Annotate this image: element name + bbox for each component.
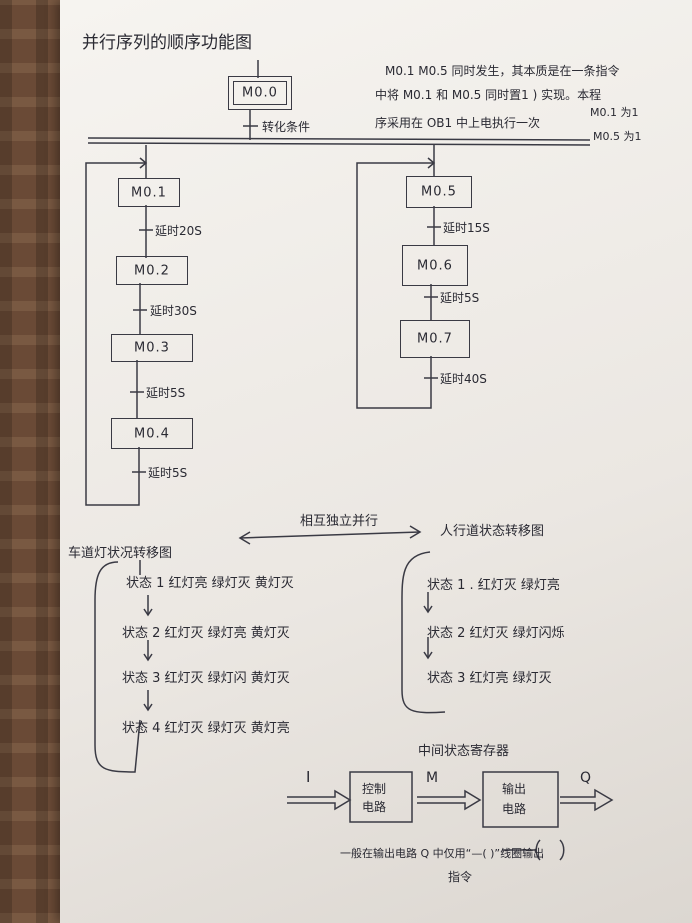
- left-step-3: M0.3: [111, 334, 193, 362]
- page-title: 并行序列的顺序功能图: [82, 33, 252, 53]
- left-delay-2: 延时30S: [150, 304, 197, 318]
- left-step-3-label: M0.3: [134, 340, 170, 356]
- right-step-3-label: M0.7: [417, 331, 453, 347]
- left-state-1: 状态 1 红灯亮 绿灯灭 黄灯灭: [126, 576, 294, 591]
- left-step-2: M0.2: [116, 256, 188, 285]
- right-delay-3: 延时40S: [440, 372, 487, 386]
- output-label: Q: [580, 770, 592, 786]
- right-delay-2: 延时5S: [440, 291, 480, 305]
- init-step-outer: [228, 76, 292, 110]
- output-box-line-2: 电路: [502, 802, 527, 816]
- right-step-1-label: M0.5: [421, 184, 457, 200]
- right-step-2: M0.6: [402, 245, 468, 286]
- right-step-1: M0.5: [406, 176, 472, 208]
- left-state-title: 车道灯状况转移图: [68, 546, 173, 561]
- control-box-line-1: 控制: [362, 782, 387, 796]
- right-step-3: M0.7: [400, 320, 470, 358]
- init-step-label: M0.0: [242, 85, 278, 101]
- left-delay-4: 延时5S: [148, 466, 188, 480]
- control-box-line-2: 电路: [362, 800, 387, 814]
- note-line-4: M0.1 为1: [590, 106, 639, 119]
- footer-line-2: 指令: [448, 870, 473, 884]
- left-state-4: 状态 4 红灯灭 绿灯灭 黄灯亮: [122, 721, 290, 736]
- note-line-2: 中将 M0.1 和 M0.5 同时置1 ) 实现。本程: [375, 88, 602, 102]
- left-delay-3: 延时5S: [146, 386, 186, 400]
- transition-label: 转化条件: [262, 120, 311, 134]
- paper-sheet: [60, 0, 692, 923]
- note-line-5: M0.5 为1: [593, 130, 642, 143]
- parallel-label: 相互独立并行: [300, 514, 379, 529]
- left-step-4: M0.4: [111, 418, 193, 449]
- footer-line-1: 一般在输出电路 Q 中仅用“—( )”线圈输出: [340, 847, 545, 860]
- right-state-2: 状态 2 红灯灭 绿灯闪烁: [427, 626, 565, 641]
- left-step-4-label: M0.4: [134, 426, 170, 441]
- note-line-3: 序采用在 OB1 中上电执行一次: [375, 116, 540, 130]
- init-step: M0.0: [233, 81, 287, 105]
- left-state-2: 状态 2 红灯灭 绿灯亮 黄灯灭: [122, 626, 290, 641]
- left-step-1-label: M0.1: [131, 185, 167, 200]
- left-step-1: M0.1: [118, 178, 180, 207]
- left-delay-1: 延时20S: [155, 224, 202, 238]
- right-state-1: 状态 1 . 红灯灭 绿灯亮: [427, 578, 560, 593]
- middle-title: 中间状态寄存器: [418, 744, 510, 759]
- right-state-title: 人行道状态转移图: [440, 524, 545, 539]
- left-step-2-label: M0.2: [134, 263, 170, 278]
- right-state-3: 状态 3 红灯亮 绿灯灭: [427, 671, 552, 686]
- note-line-1: M0.1 M0.5 同时发生，其本质是在一条指令: [385, 64, 620, 78]
- right-delay-1: 延时15S: [443, 221, 490, 235]
- middle-var-label: M: [426, 770, 439, 786]
- input-label: I: [306, 768, 311, 786]
- left-state-3: 状态 3 红灯灭 绿灯闪 黄灯灭: [122, 671, 290, 686]
- right-step-2-label: M0.6: [417, 258, 453, 273]
- output-box-line-1: 输出: [502, 782, 527, 796]
